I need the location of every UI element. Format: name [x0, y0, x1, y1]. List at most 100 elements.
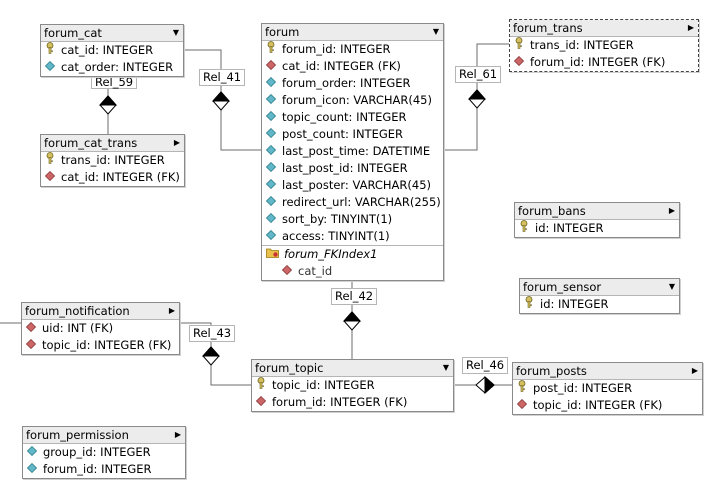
table-field[interactable]: cat_order: INTEGER [41, 59, 183, 76]
field-label: access: TINYINT(1) [282, 229, 390, 243]
table-field[interactable]: forum_id: INTEGER (FK) [510, 54, 698, 71]
table-header[interactable]: forum_cat_trans▶ [41, 135, 184, 152]
table-name: forum_cat [44, 26, 102, 40]
table-forum-trans[interactable]: forum_trans ▶ trans_id: INTEGER forum_id: I… [509, 19, 699, 72]
field-label: uid: INT (FK) [42, 321, 114, 335]
table-field[interactable]: forum_order: INTEGER [262, 75, 443, 92]
table-name: forum_sensor [523, 280, 602, 294]
table-forum-cat-trans[interactable]: forum_cat_trans▶trans_id: INTEGER cat_id:… [40, 134, 185, 187]
table-header[interactable]: forum_cat ▼ [41, 25, 183, 42]
rel-61-label[interactable]: Rel_61 [455, 66, 502, 83]
chevron-right-icon[interactable]: ▶ [168, 306, 175, 315]
table-field[interactable]: post_count: INTEGER [262, 126, 443, 143]
table-field[interactable]: forum_icon: VARCHAR(45) [262, 92, 443, 109]
field-label: forum_id: INTEGER [43, 462, 152, 476]
table-field[interactable]: last_poster: VARCHAR(45) [262, 177, 443, 194]
table-field[interactable]: forum_id: INTEGER [23, 461, 185, 478]
chevron-down-icon[interactable]: ▼ [442, 363, 449, 372]
table-field[interactable]: forum_id: INTEGER [262, 41, 443, 58]
chevron-right-icon[interactable]: ▶ [668, 206, 675, 215]
table-field[interactable]: group_id: INTEGER [23, 444, 185, 461]
primary-key-icon [45, 152, 55, 169]
index-row[interactable]: forum_FKIndex1 [262, 245, 443, 263]
table-forum-notification[interactable]: forum_notification▶uid: INT (FK) topic_id… [21, 302, 180, 355]
table-forum-permission[interactable]: forum_permission▶group_id: INTEGER forum_… [22, 426, 186, 479]
field-label: cat_id: INTEGER [61, 43, 154, 57]
primary-key-icon [517, 380, 527, 397]
table-header[interactable]: forum_bans▶ [515, 203, 679, 220]
table-field[interactable]: forum_id: INTEGER (FK) [252, 394, 453, 411]
rel-41-label[interactable]: Rel_41 [199, 69, 246, 86]
table-field[interactable]: id: INTEGER [520, 296, 679, 313]
table-header[interactable]: forum_permission▶ [23, 427, 185, 444]
table-field[interactable]: uid: INT (FK) [22, 320, 179, 337]
table-name: forum_topic [255, 361, 324, 375]
table-header[interactable]: forum_notification▶ [22, 303, 179, 320]
field-label: post_id: INTEGER [533, 381, 633, 395]
table-header[interactable]: forum_sensor ▼ [520, 279, 679, 296]
field-label: sort_by: TINYINT(1) [282, 212, 393, 226]
field-label: forum_id: INTEGER (FK) [272, 395, 408, 409]
table-forum-posts[interactable]: forum_posts▶post_id: INTEGER topic_id: IN… [512, 362, 703, 415]
table-field[interactable]: last_post_id: INTEGER [262, 160, 443, 177]
chevron-down-icon[interactable]: ▼ [668, 282, 675, 291]
chevron-right-icon[interactable]: ▶ [691, 366, 698, 375]
table-field[interactable]: trans_id: INTEGER [41, 152, 184, 169]
rel-42-label[interactable]: Rel_42 [331, 288, 378, 305]
chevron-down-icon[interactable]: ▼ [432, 27, 439, 36]
table-forum[interactable]: forum ▼ forum_id: INTEGER cat_id: INTEGER (… [261, 23, 444, 281]
index-field-row[interactable]: cat_id [262, 263, 443, 280]
table-field[interactable]: cat_id: INTEGER [41, 42, 183, 59]
field-label: forum_icon: VARCHAR(45) [282, 93, 432, 107]
table-field[interactable]: redirect_url: VARCHAR(255) [262, 194, 443, 211]
table-field[interactable]: last_post_time: DATETIME [262, 143, 443, 160]
table-name: forum_trans [513, 21, 583, 35]
table-field[interactable]: access: TINYINT(1) [262, 228, 443, 245]
attribute-icon [26, 444, 38, 461]
table-field[interactable]: trans_id: INTEGER [510, 37, 698, 54]
field-label: post_count: INTEGER [282, 127, 404, 141]
chevron-right-icon[interactable]: ▶ [173, 138, 180, 147]
table-field[interactable]: topic_id: INTEGER [252, 377, 453, 394]
table-field[interactable]: topic_id: INTEGER (FK) [513, 397, 702, 414]
chevron-right-icon[interactable]: ▶ [174, 430, 181, 439]
foreign-key-icon [265, 58, 277, 75]
table-field[interactable]: sort_by: TINYINT(1) [262, 211, 443, 228]
foreign-key-icon [25, 320, 37, 337]
table-header[interactable]: forum_trans ▶ [510, 20, 698, 37]
table-forum-bans[interactable]: forum_bans▶id: INTEGER [514, 202, 680, 238]
table-field[interactable]: post_id: INTEGER [513, 380, 702, 397]
table-header[interactable]: forum_topic ▼ [252, 360, 453, 377]
field-label: group_id: INTEGER [43, 445, 151, 459]
table-field[interactable]: topic_id: INTEGER (FK) [22, 337, 179, 354]
field-label: cat_id: INTEGER (FK) [282, 59, 401, 73]
foreign-key-icon [25, 337, 37, 354]
attribute-icon [265, 126, 277, 143]
table-field[interactable]: cat_id: INTEGER (FK) [262, 58, 443, 75]
foreign-key-icon [513, 54, 525, 71]
table-name: forum [265, 25, 300, 39]
attribute-icon [265, 211, 277, 228]
field-label: forum_id: INTEGER [282, 42, 391, 56]
table-forum-cat[interactable]: forum_cat ▼ cat_id: INTEGER cat_order: INTE… [40, 24, 184, 77]
field-label: trans_id: INTEGER [61, 153, 165, 167]
table-header[interactable]: forum_posts▶ [513, 363, 702, 380]
rel-46-label[interactable]: Rel_46 [462, 357, 509, 374]
rel-59-diamond-fill [98, 95, 118, 106]
table-forum-sensor[interactable]: forum_sensor ▼ id: INTEGER [519, 278, 680, 314]
table-field[interactable]: cat_id: INTEGER (FK) [41, 169, 184, 186]
chevron-down-icon[interactable]: ▼ [172, 28, 179, 37]
field-label: topic_count: INTEGER [282, 110, 407, 124]
primary-key-icon [256, 377, 266, 394]
field-label: trans_id: INTEGER [530, 38, 634, 52]
table-field[interactable]: topic_count: INTEGER [262, 109, 443, 126]
table-field[interactable]: id: INTEGER [515, 220, 679, 237]
table-header[interactable]: forum ▼ [262, 24, 443, 41]
foreign-key-icon [281, 263, 293, 280]
chevron-right-icon[interactable]: ▶ [687, 23, 694, 32]
rel-43-label[interactable]: Rel_43 [189, 325, 236, 342]
attribute-icon [265, 92, 277, 109]
rel-59-label[interactable]: Rel_59 [91, 75, 138, 89]
